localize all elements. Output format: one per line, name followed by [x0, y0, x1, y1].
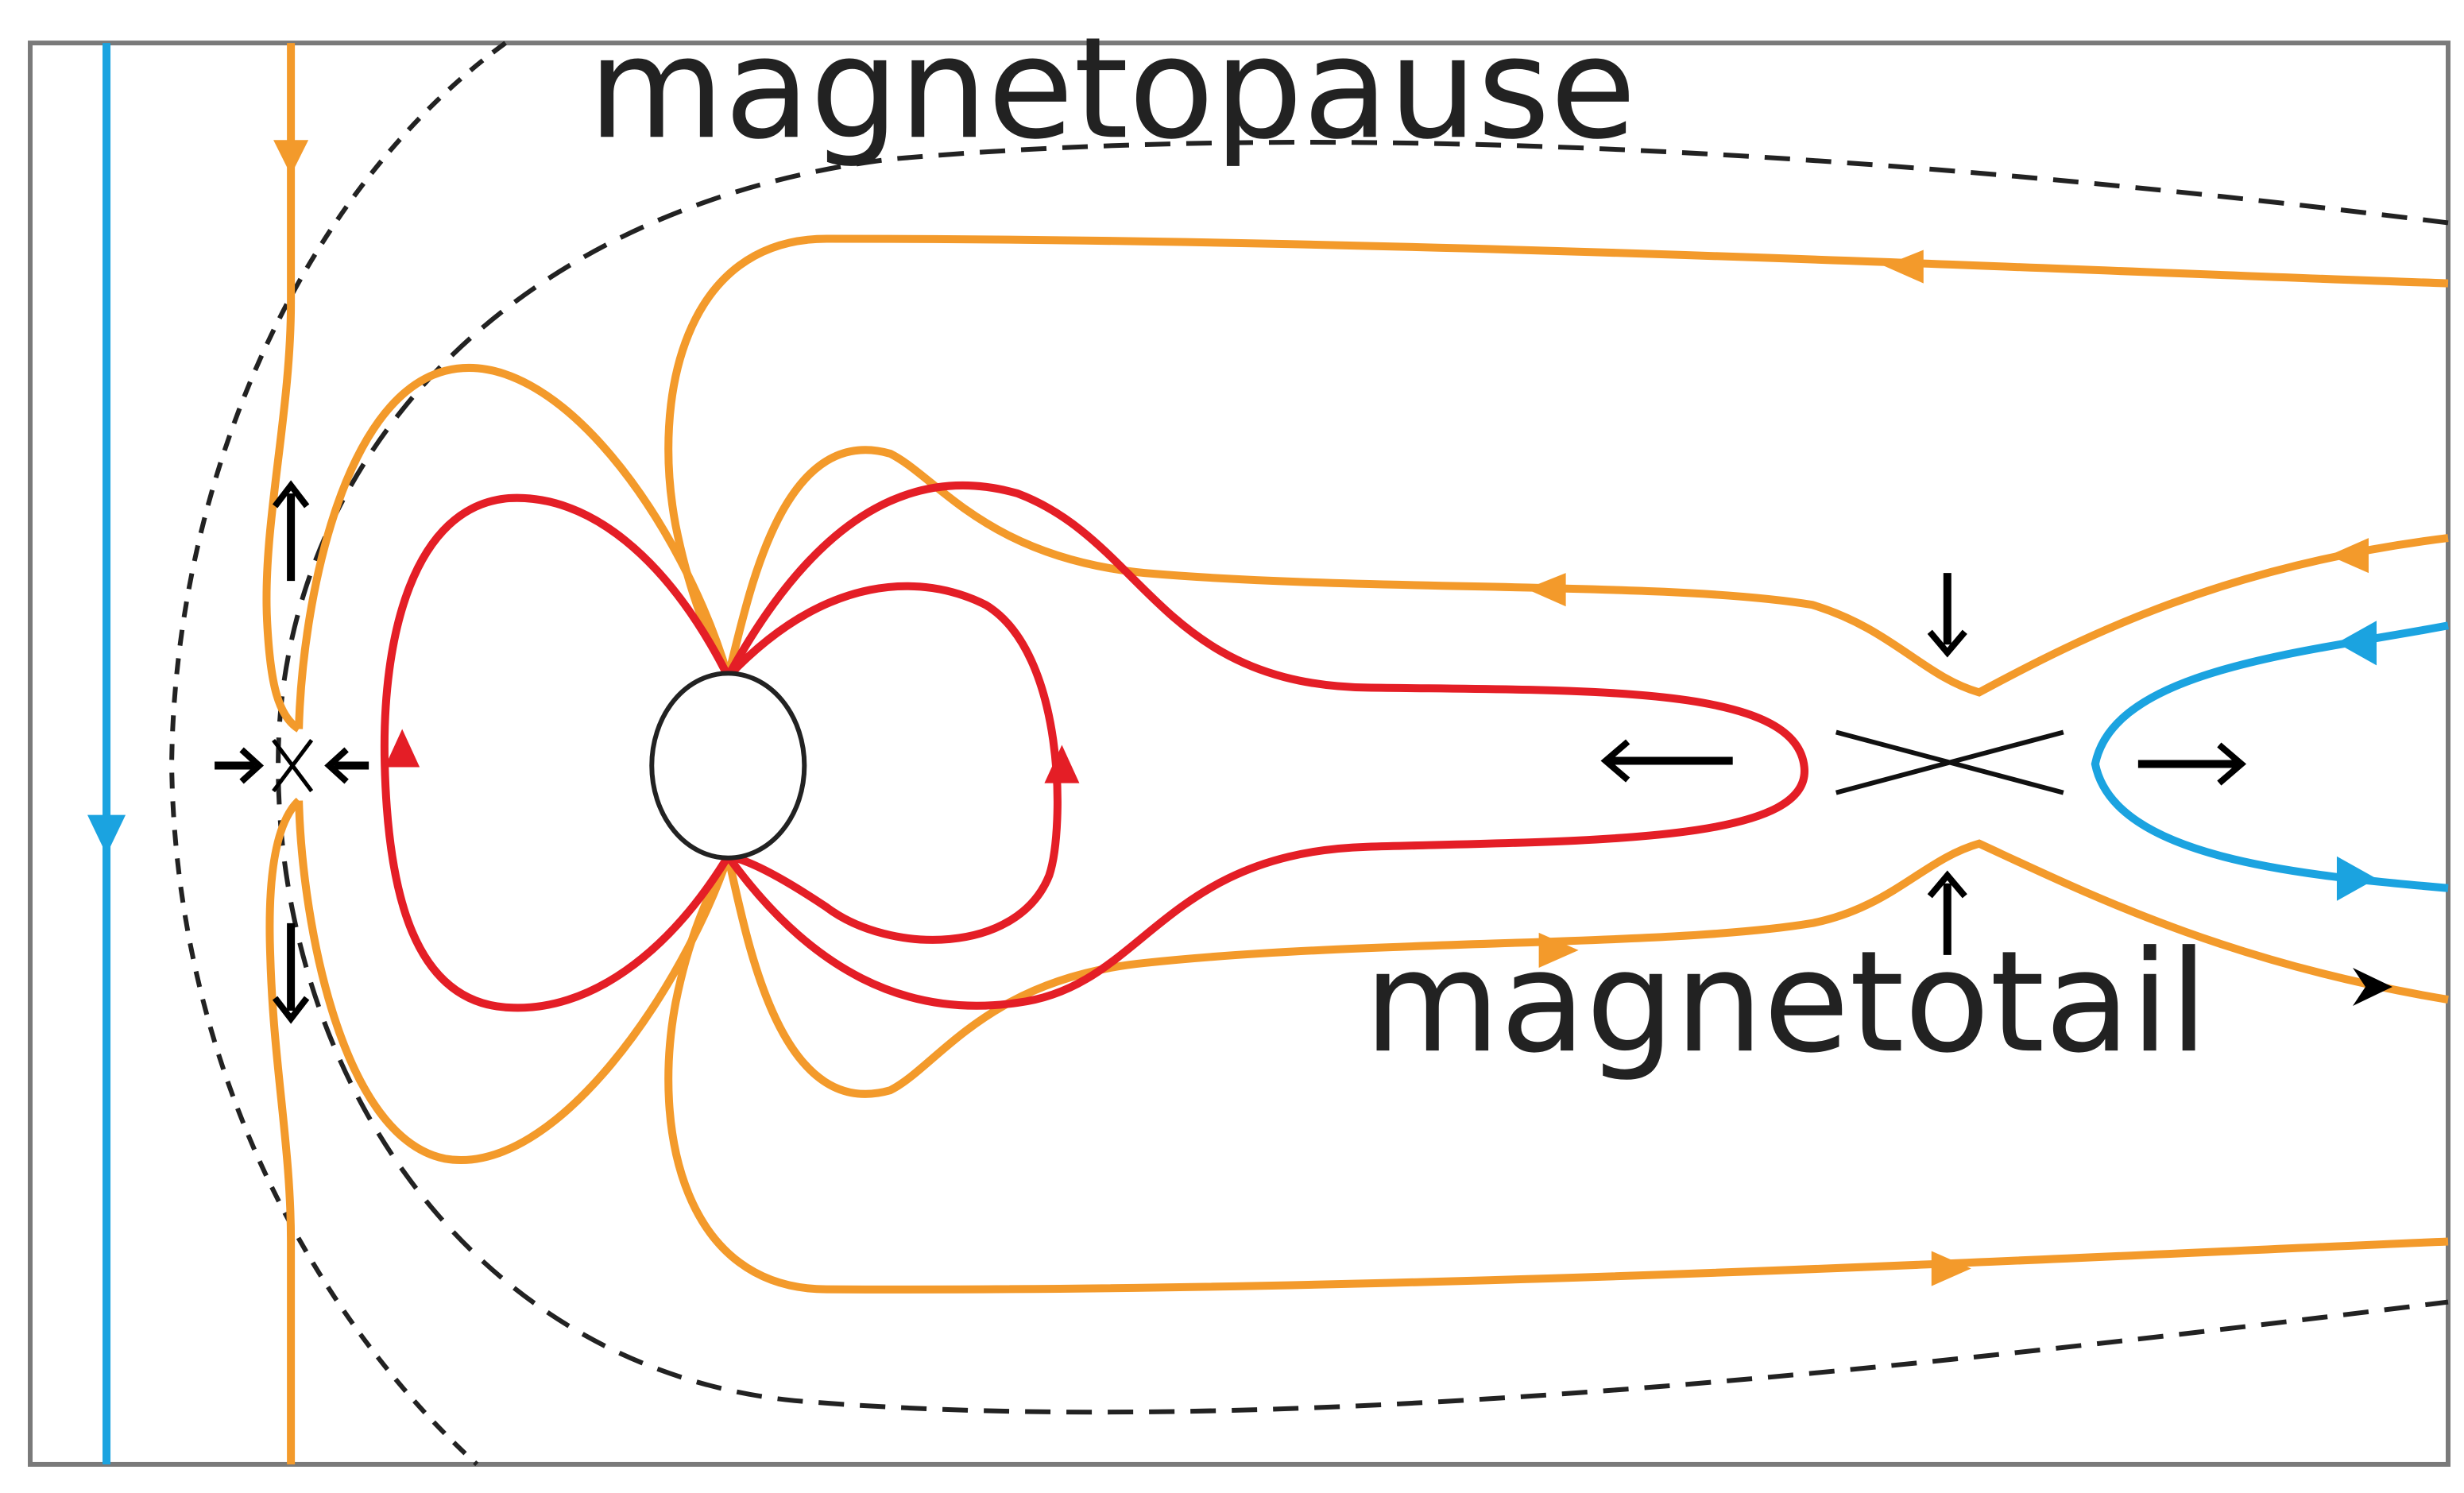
- red-arrowhead-icon: [385, 729, 420, 768]
- orange-arrowhead-icon: [2328, 538, 2369, 574]
- blue-arrowhead-icon: [87, 814, 126, 855]
- closed-field-loop-plasma-sheet: [724, 481, 1808, 1010]
- dayside-flow-arrow-icons: [215, 480, 369, 1024]
- orange-arrowhead-icon: [1538, 932, 1579, 968]
- tail-field-line-south-inner: [724, 839, 2449, 1098]
- magnetotail-label: magnetotail: [1364, 920, 2208, 1084]
- magnetopause-label: magnetopause: [588, 6, 1636, 170]
- orange-arrowhead-icon: [273, 140, 309, 176]
- diagram-frame: [28, 41, 2450, 1467]
- dayside-open-loop-upper: [295, 364, 733, 729]
- planet-circle-icon: [649, 671, 807, 861]
- orange-arrowhead-icon: [1931, 1251, 1971, 1286]
- closed-field-loop-nightside-inner: [725, 582, 1062, 944]
- black-arrowhead-icon: [2352, 967, 2392, 1007]
- tail-flow-arrow-icons: [1600, 573, 2247, 955]
- magnetopause-dashed-line: [276, 140, 2449, 1415]
- dayside-field-line-bottom: [265, 797, 302, 1464]
- solar-wind-field-line-right: [2091, 621, 2449, 892]
- lobe-field-line-south: [664, 854, 2449, 1294]
- blue-arrowhead-icon: [2336, 621, 2377, 666]
- tail-x-line-icon: [1835, 729, 2064, 795]
- orange-arrowhead-icon: [1883, 249, 1924, 284]
- dayside-x-line-icon: [272, 738, 314, 793]
- orange-arrowhead-icon: [1526, 573, 1566, 607]
- dayside-open-loop-lower: [295, 800, 733, 1164]
- lobe-field-line-north: [664, 234, 2449, 679]
- dayside-field-line-top: [262, 43, 301, 733]
- blue-arrowhead-icon: [2336, 856, 2377, 901]
- tail-field-line-north-inner: [724, 446, 2449, 697]
- closed-field-loop-dayside: [380, 493, 732, 1012]
- red-arrowhead-icon: [1044, 745, 1080, 783]
